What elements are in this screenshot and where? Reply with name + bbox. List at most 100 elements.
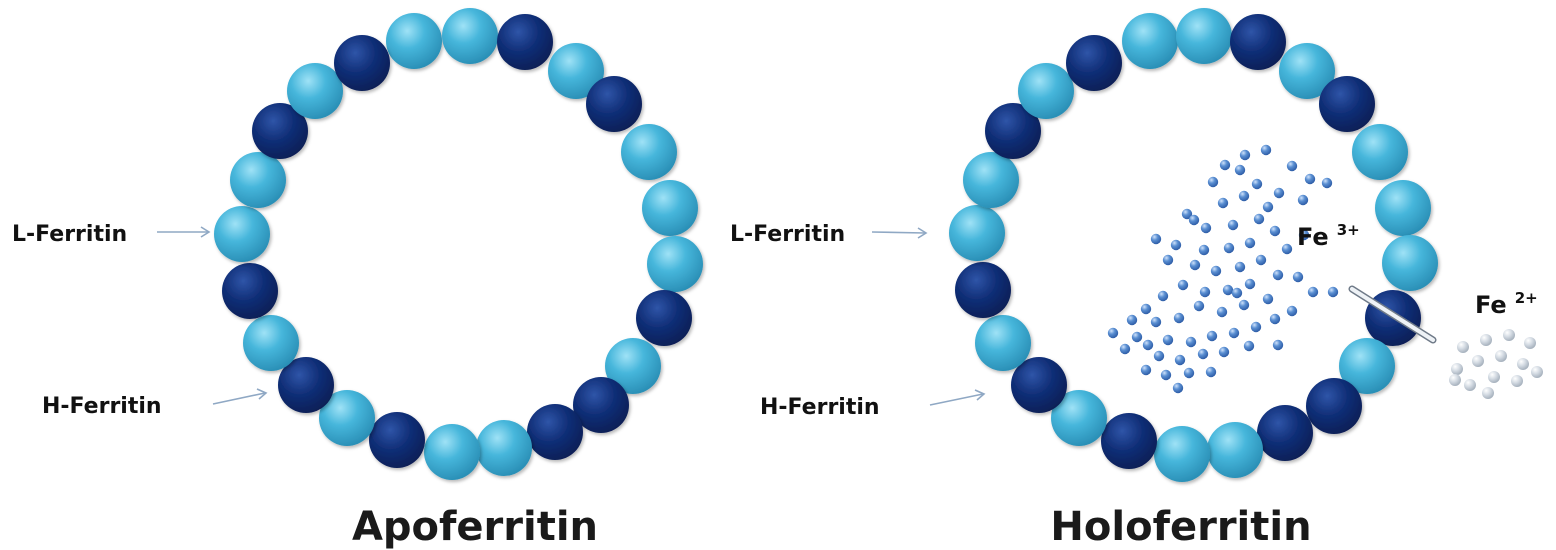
fe3-ion (1151, 234, 1161, 244)
fe3-ion (1143, 340, 1153, 350)
arrow-icon (872, 228, 926, 238)
fe3-ion (1244, 341, 1254, 351)
fe2-ion (1451, 363, 1463, 375)
fe3-ion (1270, 314, 1280, 324)
fe3-ion (1217, 307, 1227, 317)
fe3-ion (1132, 332, 1142, 342)
fe2-ion (1482, 387, 1494, 399)
l-ferritin-subunit (287, 63, 343, 119)
fe2-ion (1517, 358, 1529, 370)
l-ferritin-subunit (476, 420, 532, 476)
apoferritin-title: Apoferritin (352, 504, 598, 550)
holoferritin-protein-shell (949, 8, 1438, 482)
l-ferritin-subunit (621, 124, 677, 180)
fe3-ion (1298, 195, 1308, 205)
fe3-ion (1198, 349, 1208, 359)
apoferritin-protein-shell (214, 8, 703, 480)
fe3-ion (1287, 161, 1297, 171)
fe3-ion (1190, 260, 1200, 270)
l-ferritin-label: L-Ferritin (730, 222, 845, 247)
fe3-ion (1108, 328, 1118, 338)
fe3-ion (1328, 287, 1338, 297)
fe3-ion (1293, 272, 1303, 282)
fe3-ion (1220, 160, 1230, 170)
arrow-icon (213, 389, 266, 404)
fe3-ion (1208, 177, 1218, 187)
fe3-ion (1194, 301, 1204, 311)
fe3-ion (1261, 145, 1271, 155)
fe3-ion (1232, 288, 1242, 298)
h-ferritin-subunit (334, 35, 390, 91)
fe3-ion (1273, 270, 1283, 280)
fe3-ion (1270, 226, 1280, 236)
fe3-ion (1174, 313, 1184, 323)
fe3-ion (1224, 243, 1234, 253)
fe3-ion (1251, 322, 1261, 332)
fe2-base: Fe (1475, 291, 1507, 319)
h-ferritin-subunit (497, 14, 553, 70)
h-ferritin-subunit (1306, 378, 1362, 434)
h-ferritin-subunit (1066, 35, 1122, 91)
l-ferritin-subunit (1122, 13, 1178, 69)
l-ferritin-subunit (1382, 235, 1438, 291)
fe3-ion (1254, 214, 1264, 224)
fe2-ion (1480, 334, 1492, 346)
l-ferritin-subunit (386, 13, 442, 69)
arrow-icon (930, 390, 984, 405)
l-ferritin-label: L-Ferritin (12, 222, 127, 247)
fe3-ion (1171, 240, 1181, 250)
l-ferritin-subunit (1018, 63, 1074, 119)
fe3-ion (1235, 165, 1245, 175)
h-ferritin-subunit (222, 263, 278, 319)
fe2-ion (1457, 341, 1469, 353)
fe3-ion (1127, 315, 1137, 325)
fe3-ion (1175, 355, 1185, 365)
h-ferritin-subunit (586, 76, 642, 132)
fe3-ion (1178, 280, 1188, 290)
fe3-ion (1305, 174, 1315, 184)
h-ferritin-subunit (1230, 14, 1286, 70)
l-ferritin-subunit (243, 315, 299, 371)
fe2-label: Fe 2+ (1475, 289, 1538, 319)
l-ferritin-subunit (1154, 426, 1210, 482)
fe2-ion (1472, 355, 1484, 367)
l-ferritin-subunit (949, 205, 1005, 261)
h-ferritin-subunit (1101, 413, 1157, 469)
arrow-icon (157, 227, 209, 237)
fe3-ion (1163, 335, 1173, 345)
fe3-ion (1245, 279, 1255, 289)
fe3-ion (1256, 255, 1266, 265)
fe2-charge: 2+ (1515, 289, 1538, 307)
fe3-ion (1240, 150, 1250, 160)
fe3-ion (1207, 331, 1217, 341)
h-ferritin-subunit (527, 404, 583, 460)
fe3-ion (1263, 202, 1273, 212)
holoferritin-title: Holoferritin (1050, 504, 1311, 550)
fe3-ion (1228, 220, 1238, 230)
fe3-ion (1201, 223, 1211, 233)
h-ferritin-label: H-Ferritin (42, 394, 162, 419)
fe3-ion (1141, 365, 1151, 375)
fe3-ion (1218, 198, 1228, 208)
l-ferritin-subunit (230, 152, 286, 208)
fe2-ion (1531, 366, 1543, 378)
l-ferritin-subunit (1207, 422, 1263, 478)
h-ferritin-subunit (955, 262, 1011, 318)
fe3-ion (1173, 383, 1183, 393)
l-ferritin-subunit (647, 236, 703, 292)
fe2-iron-ions (1449, 329, 1543, 399)
fe3-ion (1322, 178, 1332, 188)
fe3-ion (1154, 351, 1164, 361)
l-ferritin-subunit (214, 206, 270, 262)
fe2-ion (1524, 337, 1536, 349)
fe2-ion (1495, 350, 1507, 362)
fe3-ion (1211, 266, 1221, 276)
fe3-ion (1120, 344, 1130, 354)
fe3-ion (1206, 367, 1216, 377)
fe3-ion (1239, 300, 1249, 310)
l-ferritin-subunit (1176, 8, 1232, 64)
fe3-ion (1245, 238, 1255, 248)
